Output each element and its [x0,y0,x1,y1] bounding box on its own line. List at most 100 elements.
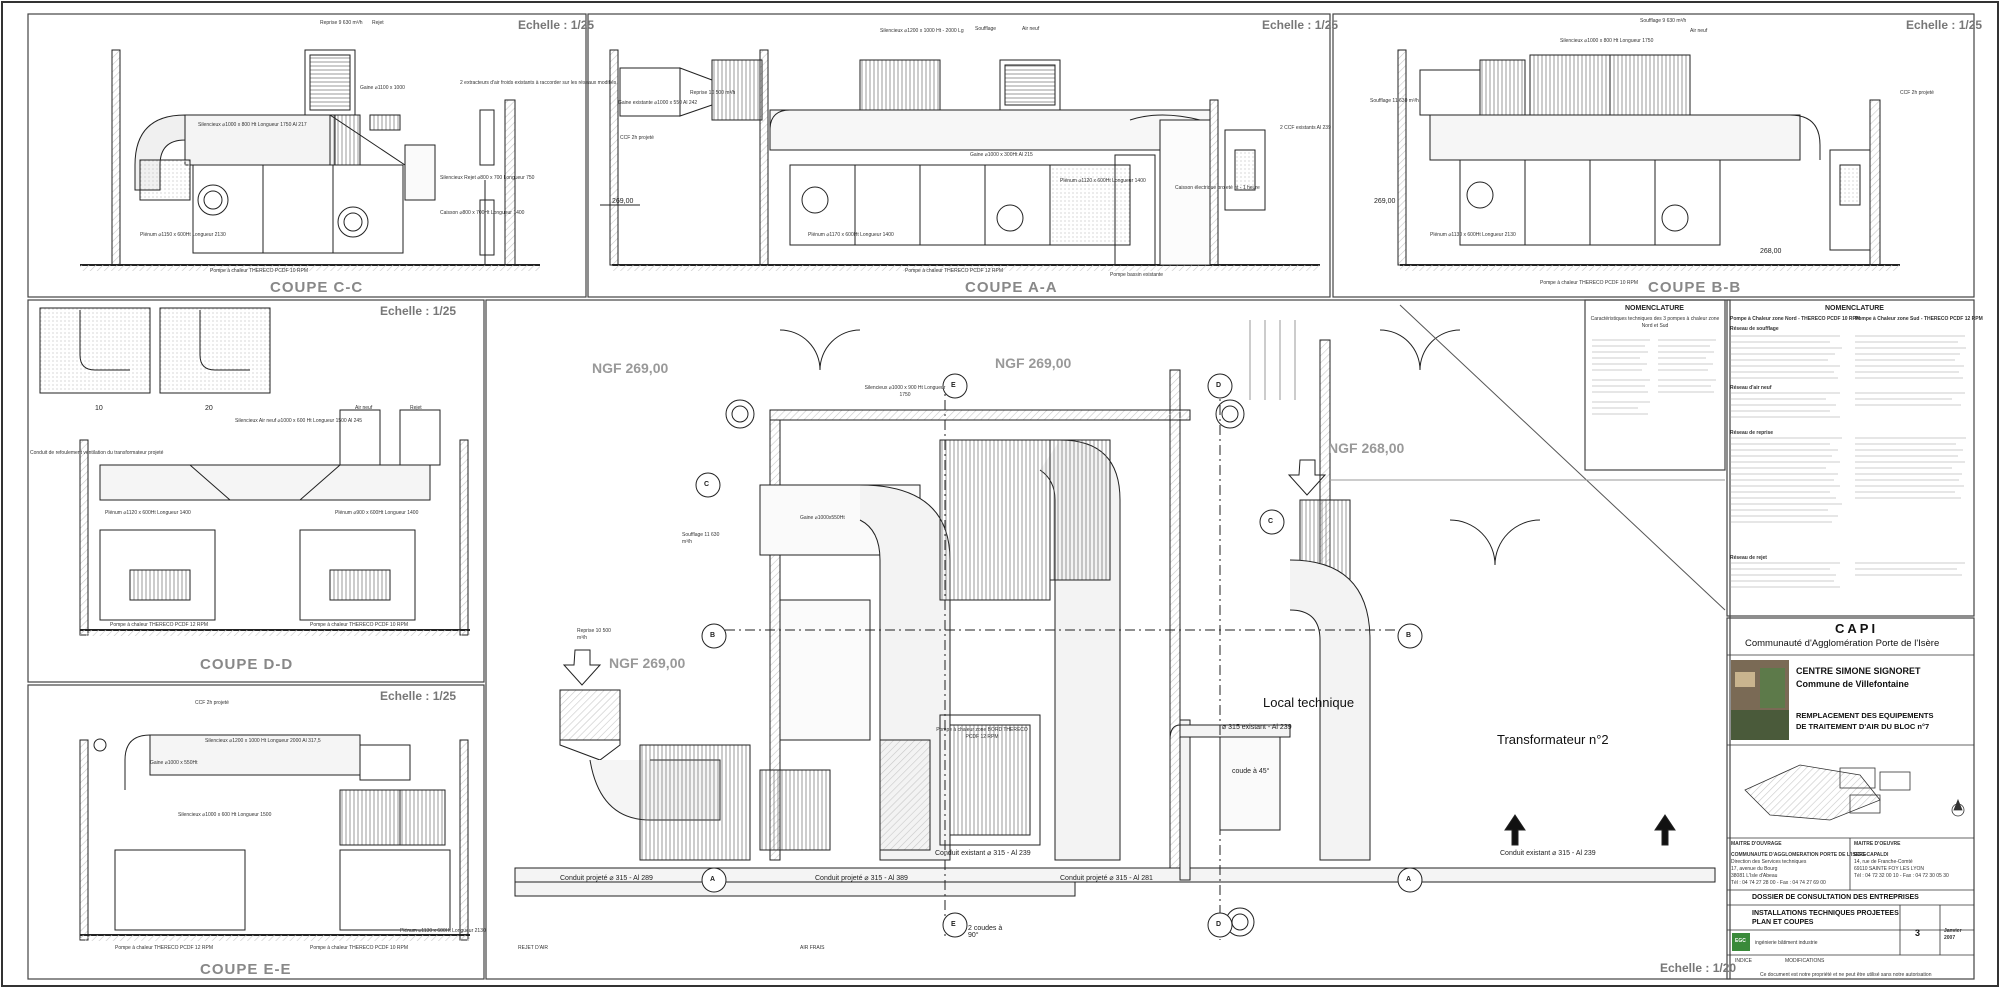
tb-moe-addr1: 14, rue de Franche-Comté [1854,859,1913,865]
tb-footer: Ce document est notre propriété et ne pe… [1760,972,1932,978]
title-coupe-bb: COUPE B-B [1648,279,1742,296]
tb-org-short: CAPI [1835,621,1879,636]
cc-reprise: Reprise 9 630 m³/h [320,20,363,26]
plan-gaine: Gaine ⌀1000x550Ht [800,515,845,521]
plan-ngf-2: NGF 269,00 [995,355,1072,371]
nomenclature-1-title: NOMENCLATURE [1625,305,1684,312]
ee-pompe2: Pompe à chaleur THERECO PCDF 10 RPM [310,945,408,951]
bb-silencieux: Silencieux ⌀1000 x 800 Ht Longueur 1750 [1560,38,1654,44]
tb-firm: EGC [1735,938,1746,944]
plan-conduit-389: Conduit projeté ⌀ 315 - Al 389 [815,875,908,882]
plan-silencieux: Silencieux ⌀1000 x 900 Ht Longueur 1750 [864,385,946,398]
aa-pompe-bassin: Pompe bassin existante [1110,272,1164,278]
scale-plan: Echelle : 1/20 [1660,961,1737,975]
title-coupe-dd: COUPE D-D [200,656,294,673]
nomenclature-2-sud: Pompe à Chaleur zone Sud - THERECO PCDF … [1855,316,1983,322]
nomenclature-2-title: NOMENCLATURE [1825,305,1884,312]
section-bb-drawing [1397,49,1900,271]
tb-drawing-2: PLAN ET COUPES [1752,919,1814,926]
aa-reprise: Reprise 10 500 m³/h [690,90,736,96]
tb-moe-label: MAITRE D'OEUVRE [1854,841,1901,847]
aa-ccf-projete: CCF 2h projeté [620,135,654,141]
bb-soufflage2: Soufflage 11 630 m³/h [1370,98,1419,104]
marker-d-2: D [1216,921,1222,928]
tb-moe-tel: Tél : 04 72 32 00 10 - Fax : 04 72 30 05… [1854,873,1949,879]
panel-aa [587,13,1331,298]
section-ee-drawing [79,734,470,941]
bb-pompe: Pompe à chaleur THERECO PCDF 10 RPM [1540,280,1638,286]
aa-ccf: 2 CCF existants Al 239 [1280,125,1331,131]
ee-gaine: Gaine ⌀1000 x 550Ht [150,760,198,766]
panel-bb [1332,13,1975,298]
dd-plenum2: Plénum ⌀900 x 600Ht Longueur 1400 [335,510,419,516]
plan-ngf-4: NGF 269,00 [609,655,686,671]
plan-conduit-289: Conduit projeté ⌀ 315 - Al 289 [560,875,653,882]
ee-pompe1: Pompe à chaleur THERECO PCDF 12 RPM [115,945,213,951]
plan-reprise: Reprise 10 500 m³/h [577,628,611,641]
tb-date: Janvier 2007 [1944,928,1962,941]
cc-pompe: Pompe à chaleur THERECO PCDF 10 RPM [210,268,308,274]
bb-plenum: Plénum ⌀1130 x 600Ht Longueur 2130 [1430,232,1516,238]
dd-silencieux: Silencieux Air neuf ⌀1000 x 600 Ht Longu… [235,418,362,424]
plan-soufflage: Soufflage 11 630 m³/h [682,532,720,545]
nomenclature-1-body [1590,335,1720,465]
section-markers [695,373,1423,938]
nomenclature-1-subtitle: Caractéristiques techniques des 3 pompes… [1590,316,1720,329]
nomenclature-2 [1726,299,1975,617]
section-dd-drawing [39,307,470,636]
tb-sheet-no: 3 [1915,928,1921,938]
dd-conduit: Conduit de refoulement ventilation du tr… [30,450,164,456]
aa-caisson: Caisson électrique projeté ht - 1 heure [1175,185,1260,191]
scale-dd: Echelle : 1/25 [380,304,457,318]
tb-drawing-1: INSTALLATIONS TECHNIQUES PROJETEES [1752,910,1899,917]
tb-index-label: INDICE [1735,958,1752,964]
ee-silencieux1: Silencieux ⌀1200 x 1000 Ht Longueur 2000… [205,738,321,744]
scale-ee: Echelle : 1/25 [380,689,457,703]
section-cc-drawing [80,49,540,271]
plan-local-technique: Local technique [1263,695,1355,710]
plan-conduit-existant: Conduit existant ⌀ 315 - Al 239 [1500,850,1596,857]
cc-silencieux: Silencieux ⌀1000 x 800 Ht Longueur 1750 … [198,122,307,128]
panel-ee [27,684,485,980]
cc-extracteurs: 2 extracteurs d'air froids existants à r… [460,80,617,86]
bb-air-neuf: Air neuf [1690,28,1708,34]
level-bb: 269,00 [1374,198,1396,205]
marker-b-1: B [710,632,716,639]
aa-air-neuf: Air neuf [1022,26,1040,32]
plan-coude-45: coude à 45° [1232,768,1270,775]
tb-org-long: Communauté d'Agglomération Porte de l'Is… [1745,638,1940,649]
plan-coudes-90: 2 coudes à 90° [968,925,1003,939]
scale-cc: Echelle : 1/25 [518,18,595,32]
plan-rejet-air: REJET D'AIR [518,945,549,951]
marker-a-1: A [710,876,716,883]
dd-rejet: Rejet [410,405,422,411]
panel-plan [485,299,1731,980]
plan-air-frais: AIR FRAIS [800,945,825,951]
ee-plenum: Plénum ⌀1130 x 600Ht Longueur 2130 [400,928,486,934]
tb-moa-tel: Tél : 04 74 27 28 00 - Fax : 04 74 27 69… [1731,880,1826,886]
dd-plenum1: Plénum ⌀1120 x 600Ht Longueur 1400 [105,510,191,516]
tb-modif-label: MODIFICATIONS [1785,958,1825,964]
tb-phase: DOSSIER DE CONSULTATION DES ENTREPRISES [1752,894,1919,901]
plan-pompe: Pompe à chaleur zone BORD THERECO PCDF 1… [936,727,1028,740]
ee-silencieux2: Silencieux ⌀1000 x 600 Ht Longueur 1500 [178,812,272,818]
ee-ccf: CCF 2h projeté [195,700,229,706]
marker-e-1: E [951,382,956,389]
marker-b-2: B [1406,632,1412,639]
marker-e-2: E [951,921,956,928]
aa-soufflage: Soufflage [975,26,997,32]
tb-project-1: CENTRE SIMONE SIGNORET [1796,666,1921,676]
aa-silencieux: Silencieux ⌀1200 x 1000 Ht - 2000 Lg [880,28,964,34]
aa-gaine-exist: Gaine existante ⌀1000 x 550 Al 242 [618,100,698,106]
plan-transformateur: Transformateur n°2 [1497,732,1609,747]
nomenclature-2-h3: Réseau de reprise [1730,430,1774,436]
tb-moe-addr2: 69110 SAINTE FOY LES LYON [1854,866,1925,872]
nomenclature-2-h4: Réseau de rejet [1730,555,1767,561]
title-coupe-aa: COUPE A-A [965,279,1058,296]
plan-conduit-281: Conduit projeté ⌀ 315 - Al 281 [1060,875,1153,882]
title-block-graphics [1727,654,1974,956]
nomenclature-1 [1584,299,1726,471]
tb-project-2: Commune de Villefontaine [1796,679,1909,689]
